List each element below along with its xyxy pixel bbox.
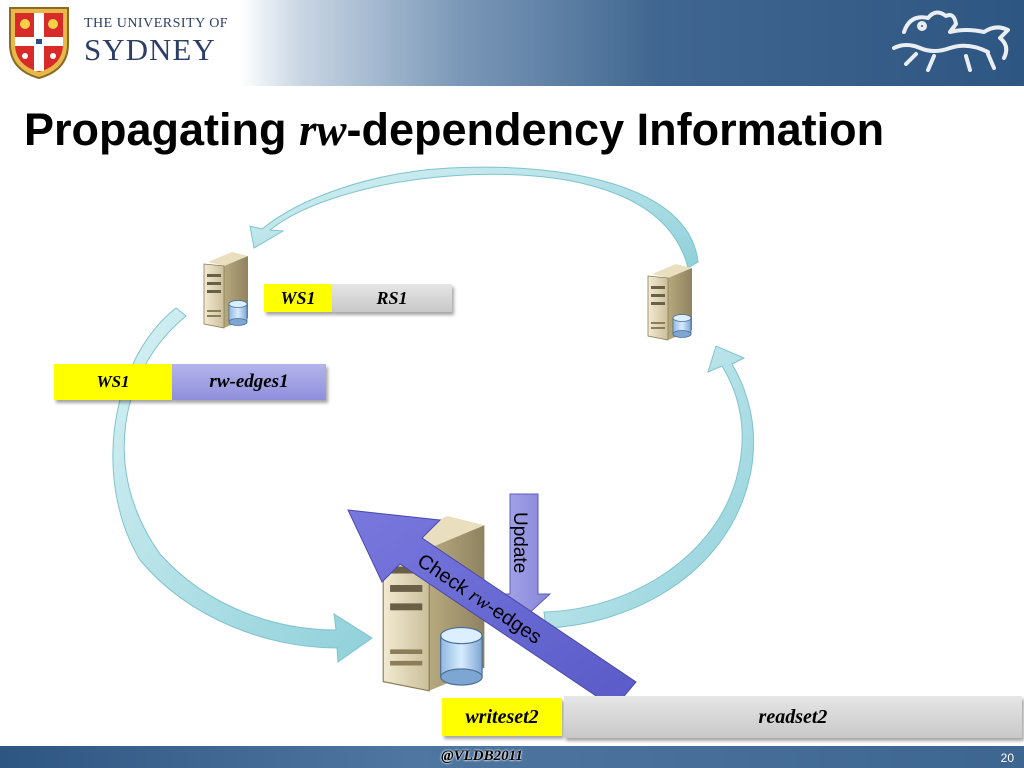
server-top-right-icon [647, 264, 692, 341]
right-cyan-arrow [543, 345, 755, 629]
university-name-small: THE UNIVERSITY OF [84, 16, 229, 31]
server-top-left-icon [203, 252, 248, 329]
writeset2-box: writeset2 [442, 698, 562, 736]
rs1-top-box: RS1 [332, 284, 452, 312]
footer-bar [0, 746, 1024, 768]
title-italic-rw: rw [299, 105, 347, 155]
check-rw-edges-arrow: Check rw-edges [347, 509, 637, 709]
update-arrow: Update [496, 493, 552, 619]
title-prefix: Propagating [24, 104, 300, 155]
left-cyan-arrow [112, 307, 373, 663]
page-number: 20 [1000, 751, 1014, 765]
footer-venue: @VLDB2011 [441, 748, 523, 764]
ws1-top-box: WS1 [264, 284, 332, 312]
university-crest-icon [9, 7, 69, 80]
readset2-box: readset2 [564, 696, 1022, 738]
header-bar [0, 0, 1024, 86]
ws1-left-box: WS1 [54, 364, 172, 400]
university-name-big: SYDNEY [84, 32, 216, 67]
lion-emblem-icon [892, 10, 1010, 72]
rw-edges1-box: rw-edges1 [172, 364, 326, 400]
top-cyan-arrow [249, 166, 699, 269]
title-suffix: -dependency Information [346, 104, 885, 155]
update-arrow-label: Update [509, 512, 530, 573]
slide-title: Propagating rw-dependency Information [24, 104, 884, 156]
server-center-icon [382, 516, 485, 692]
